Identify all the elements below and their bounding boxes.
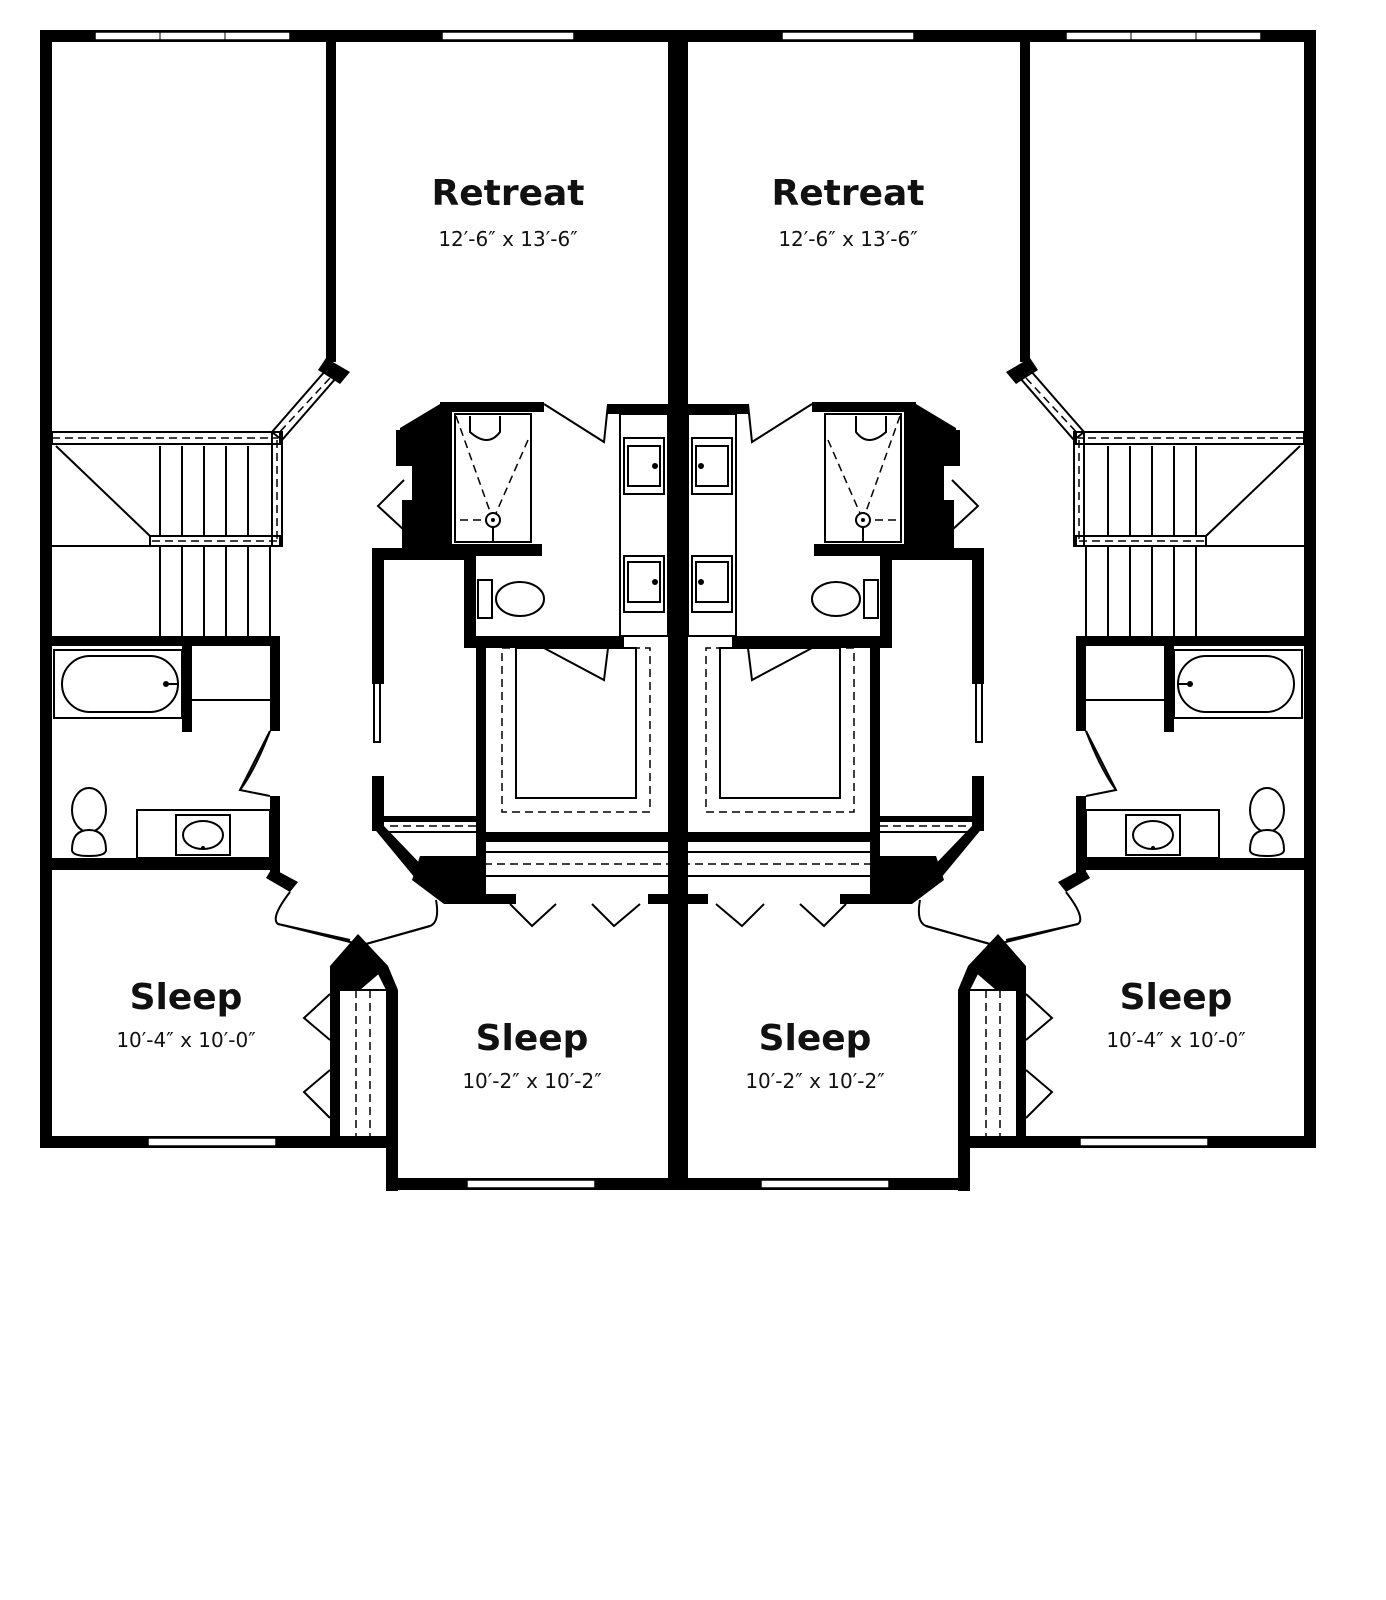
- room-sleep-outer-left: Sleep 10′-4″ x 10′-0″: [116, 977, 255, 1052]
- room-sleep-inner-right: Sleep 10′-2″ x 10′-2″: [745, 1018, 884, 1093]
- room-name: Sleep: [130, 977, 243, 1018]
- room-sleep-inner-left: Sleep 10′-2″ x 10′-2″: [462, 1018, 601, 1093]
- room-dimensions: 10′-2″ x 10′-2″: [745, 1069, 884, 1093]
- room-retreat-right: Retreat 12′-6″ x 13′-6″: [771, 173, 924, 251]
- room-dimensions: 12′-6″ x 13′-6″: [778, 227, 917, 251]
- room-dimensions: 12′-6″ x 13′-6″: [438, 227, 577, 251]
- room-retreat-left: Retreat 12′-6″ x 13′-6″: [431, 173, 584, 251]
- room-dimensions: 10′-4″ x 10′-0″: [116, 1028, 255, 1052]
- room-name: Sleep: [476, 1018, 589, 1059]
- room-name: Retreat: [431, 173, 584, 214]
- room-sleep-outer-right: Sleep 10′-4″ x 10′-0″: [1106, 977, 1245, 1052]
- room-dimensions: 10′-4″ x 10′-0″: [1106, 1028, 1245, 1052]
- room-dimensions: 10′-2″ x 10′-2″: [462, 1069, 601, 1093]
- room-name: Sleep: [759, 1018, 872, 1059]
- room-name: Sleep: [1120, 977, 1233, 1018]
- room-name: Retreat: [771, 173, 924, 214]
